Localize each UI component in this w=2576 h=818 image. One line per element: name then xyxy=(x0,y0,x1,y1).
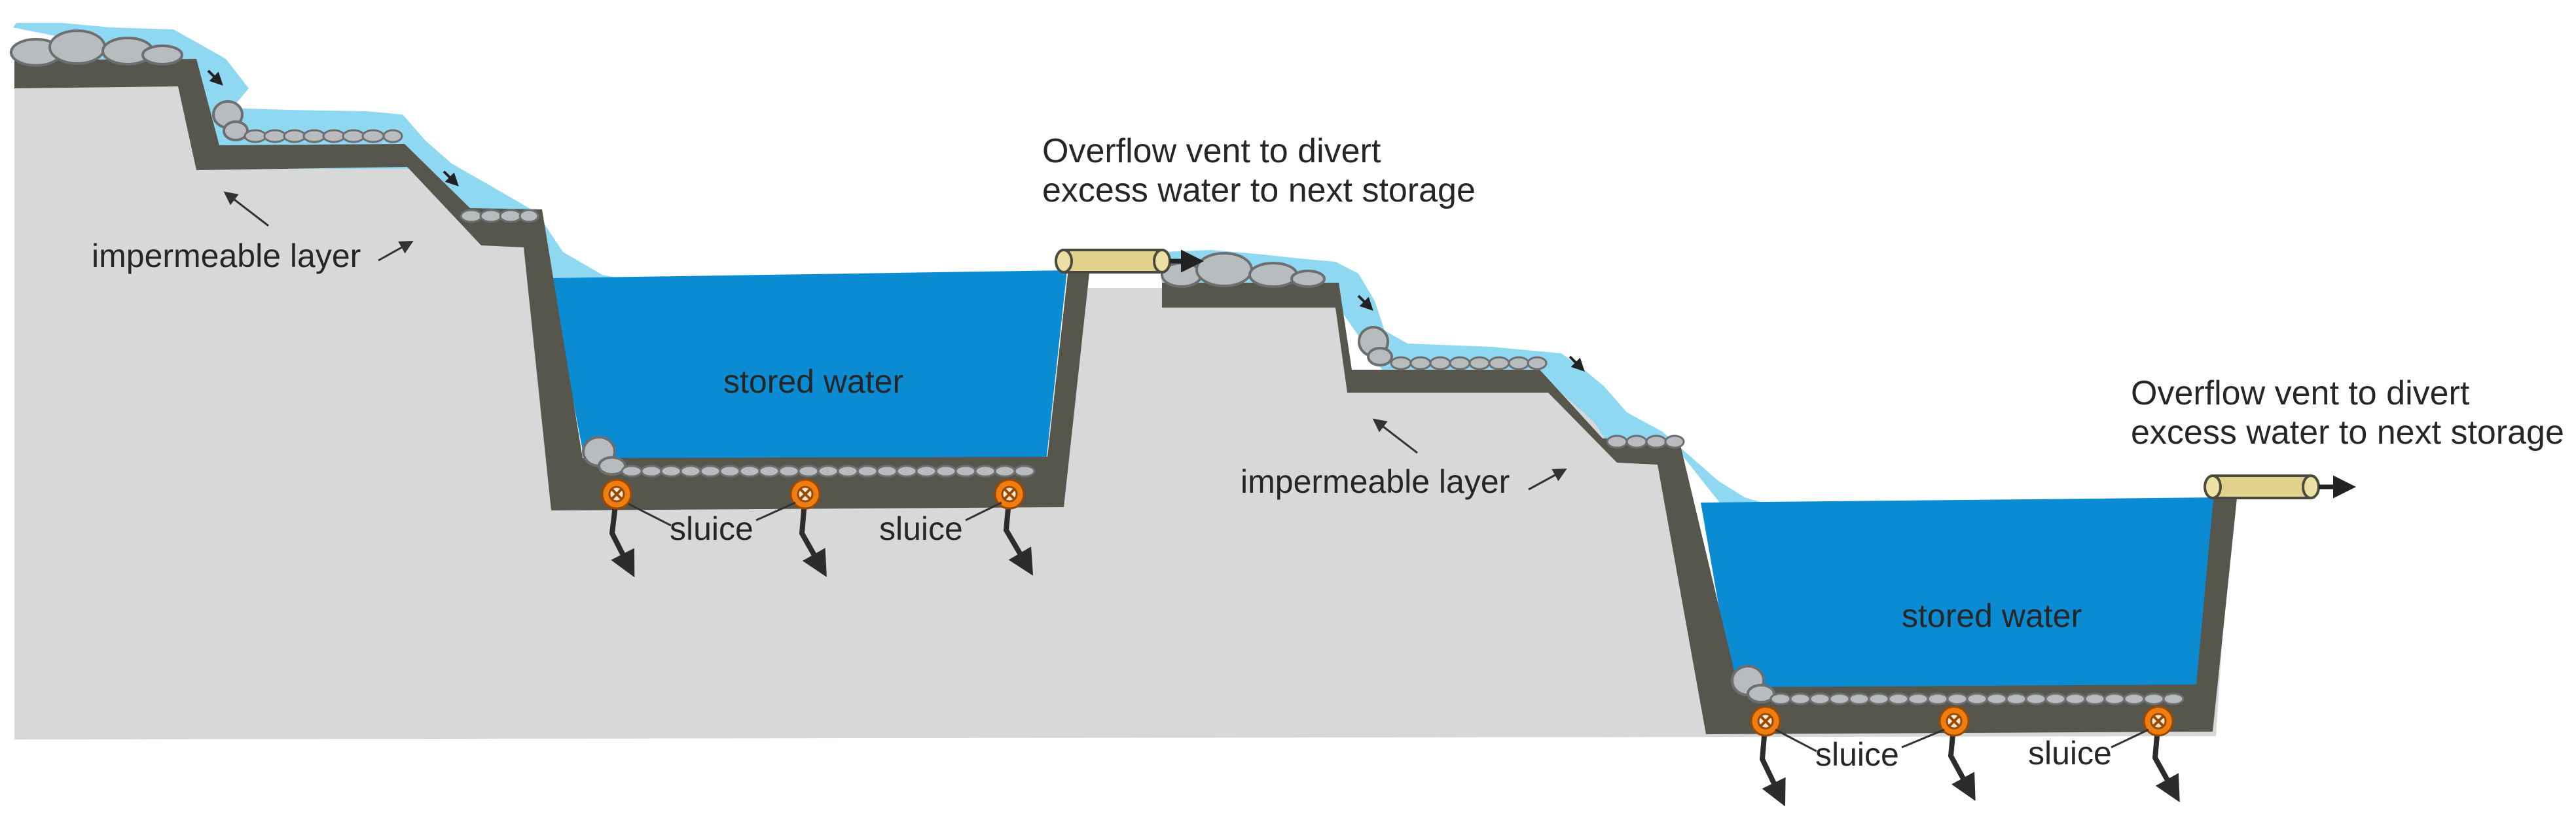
rocks-lower-terrace xyxy=(1161,252,1685,449)
sluice-label-3: sluice xyxy=(1815,736,1899,773)
sluice-label-2: sluice xyxy=(879,510,963,547)
sluice-label-1: sluice xyxy=(670,510,753,547)
gravel-reservoir-1-bed xyxy=(582,436,1036,478)
stored-water-label-1: stored water xyxy=(723,363,903,400)
sluice-valve-3 xyxy=(994,478,1034,576)
sluice-label-4: sluice xyxy=(2028,735,2112,772)
sluice-valve-4 xyxy=(1750,705,1786,807)
gravel-reservoir-2-bed xyxy=(1731,665,2185,705)
overflow-vent-label-2-line-1: Overflow vent to divert xyxy=(2131,374,2470,412)
sluice-valve-1 xyxy=(601,478,635,578)
overflow-vent-label-1-line-1: Overflow vent to divert xyxy=(1042,132,1381,170)
stored-water-reservoir-1 xyxy=(550,270,1067,471)
impermeable-layer-upper xyxy=(14,59,1090,510)
stored-water-reservoir-2 xyxy=(1701,497,2222,698)
impermeable-layer-label-2: impermeable layer xyxy=(1241,463,1510,500)
flow-direction-arrows xyxy=(207,69,1585,372)
overflow-vent-pipe-1 xyxy=(1055,249,1171,274)
impermeable-layer-label-1: impermeable layer xyxy=(92,238,361,274)
overflow-vent-label-1-line-2: excess water to next storage xyxy=(1042,171,1476,209)
impermeable-layer-lower xyxy=(1162,283,2238,734)
overflow-vent-pipe-2 xyxy=(2204,474,2320,499)
sluice-valve-2 xyxy=(789,478,827,577)
leader-lines xyxy=(223,191,2149,753)
sluice-valve-5 xyxy=(1938,705,1976,802)
stored-water-label-2: stored water xyxy=(1902,597,2082,634)
sluice-valve-6 xyxy=(2143,705,2180,802)
rocks-upper-terrace xyxy=(10,29,539,223)
overflow-vent-label-2-line-2: excess water to next storage xyxy=(2131,414,2564,452)
